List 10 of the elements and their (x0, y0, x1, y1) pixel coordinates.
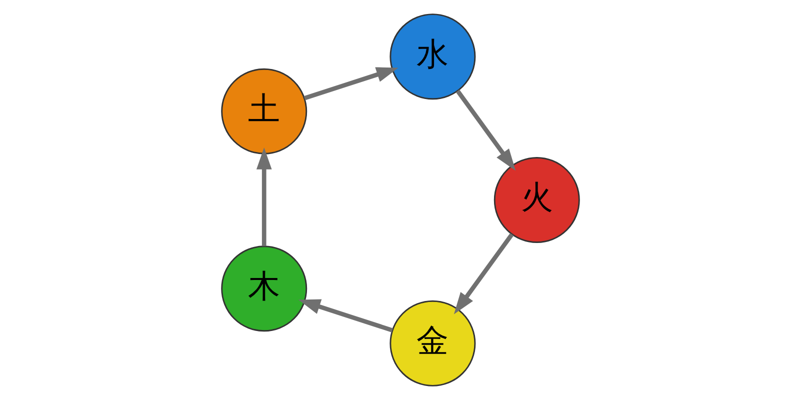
node-circle: 火 (493, 157, 580, 243)
arrow (256, 147, 272, 246)
arrow (455, 90, 516, 171)
node-circle: 水 (389, 14, 476, 100)
arrow (453, 233, 514, 314)
node-circle: 土 (220, 68, 307, 154)
arrow (303, 67, 398, 100)
arrow (298, 299, 392, 332)
node-circle: 金 (389, 300, 476, 386)
node-circle: 木 (220, 246, 307, 332)
